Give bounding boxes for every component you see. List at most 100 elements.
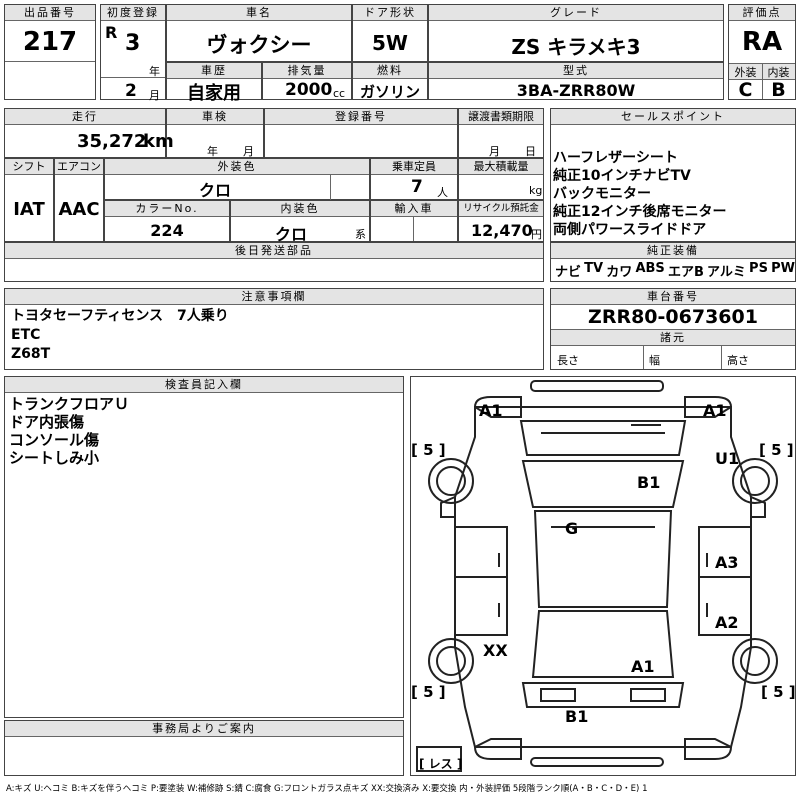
list-item: 両側パワースライドドア (553, 222, 707, 238)
int-color: クロ (274, 225, 307, 244)
damage-mark: XX (483, 641, 508, 660)
equipment-item: カワ (606, 265, 633, 280)
ext-color: クロ (198, 181, 231, 200)
int-color-unit: 系 (355, 228, 366, 241)
inspection-month-unit: 月 (243, 145, 254, 158)
import-box: 輸入車 (370, 200, 458, 242)
dims-label: 諸元 (551, 330, 795, 346)
door-box: ドア形状 5W (352, 4, 428, 62)
list-item: 純正10インチナビTV (553, 168, 691, 184)
fuel: ガソリン (359, 83, 420, 101)
notes-box: 注意事項欄 トヨタセーフティセンス 7人乗り ETC Z68T (4, 288, 544, 370)
equipment-item: PS (749, 261, 768, 276)
rating-score: RA (741, 27, 783, 57)
list-item: バックモニター (553, 186, 651, 202)
aircon: AAC (58, 199, 100, 220)
lot-label: 出品番号 (5, 5, 95, 21)
sales-points-label: セールスポイント (551, 109, 795, 125)
recycle-box: リサイクル預託金 12,470 円 (458, 200, 544, 242)
rating-label: 評価点 (729, 5, 795, 21)
door-type: 5W (372, 31, 408, 55)
max-load-unit: kg (529, 184, 543, 197)
equipment-item: TV (584, 261, 604, 276)
inspection-box: 車検 年 月 (166, 108, 264, 158)
list-item: ハーフレザーシート (553, 150, 678, 166)
door-label: ドア形状 (353, 5, 427, 21)
fuel-box: 燃料 ガソリン (352, 62, 428, 101)
shift-label: シフト (5, 159, 53, 175)
lot-number: 217 (22, 27, 78, 57)
inspection-label: 車検 (167, 109, 263, 125)
interior-label: 内装 (762, 64, 795, 80)
history-box: 車歴 自家用 (166, 62, 262, 104)
rating-box: 評価点 RA 外装 内装 C B (728, 4, 796, 101)
chassis-number: ZRR80-0673601 (588, 306, 758, 328)
color-no-label: カラーNo. (105, 201, 229, 217)
displacement-label: 排気量 (263, 63, 351, 79)
max-load-box: 最大積載量 kg (458, 158, 544, 200)
damage-mark: A1 (631, 657, 655, 676)
dims-height: 高さ (727, 354, 749, 367)
equipment-item: ナビ (555, 265, 582, 280)
registration-box: 登録番号 (264, 108, 458, 158)
list-item: 純正12インチ後席モニター (553, 204, 727, 220)
shift-box: シフト IAT (4, 158, 54, 242)
grade: ZS キラメキ3 (511, 35, 641, 59)
office-label: 事務局よりご案内 (5, 721, 403, 737)
note-line: トヨタセーフティセンス 7人乗り (11, 308, 229, 324)
car-name-box: 車名 ヴォクシー (166, 4, 352, 62)
equipment-item: ABS (635, 261, 665, 276)
damage-mark: U1 (715, 449, 740, 468)
capacity-label: 乗車定員 (371, 159, 457, 175)
displacement-box: 排気量 2000 cc (262, 62, 352, 100)
history: 自家用 (187, 83, 241, 104)
grade-box: グレード ZS キラメキ3 (428, 4, 724, 62)
first-reg-era: R (105, 23, 118, 42)
tire-box: [ 5 ] (411, 683, 446, 701)
legend: A:キズ U:ヘコミ B:キズを伴うヘコミ P:要塗装 W:補修跡 S:錆 C:… (6, 784, 648, 794)
spare-tire-label: [ レス ] (419, 757, 463, 771)
shift: IAT (13, 199, 45, 220)
car-diagram-box: A1 A1 U1 B1 G A3 A2 XX A1 B1 [ 5 ] [ 5 ]… (410, 376, 796, 776)
equipment-list: ナビ TV カワ ABS エアB アルミ PS PW (555, 261, 795, 280)
mileage-box: 走行 35,272 km (4, 108, 174, 158)
exterior-grade: C (738, 79, 753, 101)
sales-points-list: ハーフレザーシート 純正10インチナビTV バックモニター 純正12インチ後席モ… (553, 149, 726, 239)
color-no-box: カラーNo. 224 (104, 200, 230, 242)
inspector-label: 検査員記入欄 (5, 377, 403, 393)
note-line: Z68T (11, 346, 51, 362)
tire-box: [ 5 ] (759, 441, 794, 459)
sales-points-box: セールスポイント ハーフレザーシート 純正10インチナビTV バックモニター 純… (550, 108, 796, 242)
inspection-year-unit: 年 (207, 145, 218, 158)
damage-mark: A2 (715, 613, 739, 632)
first-reg-year: 3 (125, 31, 141, 56)
mileage-label: 走行 (5, 109, 165, 125)
interior-grade: B (771, 79, 786, 101)
inspector-line: ドア内張傷 (9, 413, 85, 431)
later-parts-label: 後日発送部品 (5, 243, 543, 259)
registration-label: 登録番号 (265, 109, 457, 125)
transfer-month-unit: 月 (489, 145, 500, 158)
first-reg-year-unit: 年 (149, 65, 160, 78)
first-reg-box: 初度登録 R 3 年 2 月 (100, 4, 166, 102)
capacity-unit: 人 (437, 186, 448, 199)
equipment-item: エアB (667, 265, 704, 280)
max-load-label: 最大積載量 (459, 159, 543, 175)
equipment-label: 純正装備 (551, 243, 795, 259)
note-line: ETC (11, 327, 41, 343)
exterior-label: 外装 (729, 64, 762, 80)
dims-width: 幅 (649, 354, 660, 367)
model: 3BA-ZRR80W (516, 81, 636, 100)
ext-color-label: 外装色 (105, 159, 369, 175)
damage-mark: B1 (637, 473, 661, 492)
fuel-label: 燃料 (353, 63, 427, 79)
inspector-box: 検査員記入欄 トランクフロアＵ ドア内張傷 コンソール傷 シートしみ小 (4, 376, 404, 718)
office-box: 事務局よりご案内 (4, 720, 404, 776)
tire-box: [ 5 ] (411, 441, 446, 459)
recycle-label: リサイクル預託金 (459, 201, 543, 217)
displacement: 2000 (285, 80, 333, 100)
damage-mark: A1 (703, 401, 727, 420)
mileage: 35,272 (77, 131, 147, 152)
transfer-day-unit: 日 (525, 145, 536, 158)
equipment-box: 純正装備 ナビ TV カワ ABS エアB アルミ PS PW (550, 242, 796, 282)
